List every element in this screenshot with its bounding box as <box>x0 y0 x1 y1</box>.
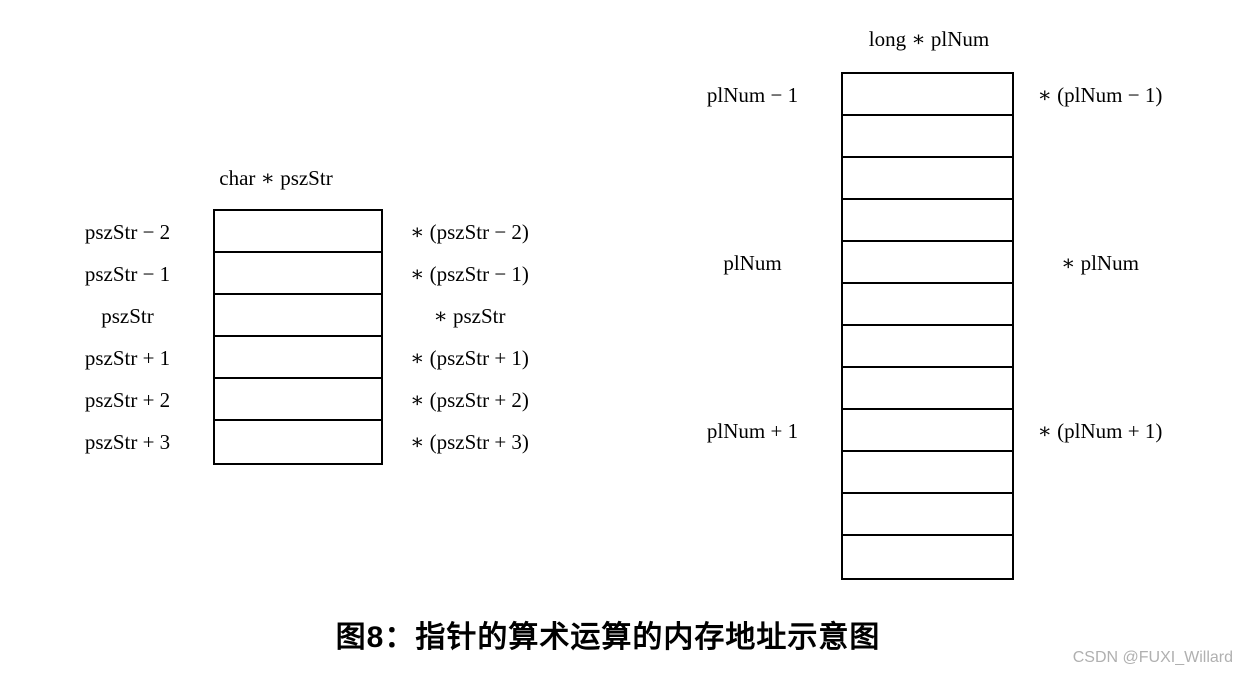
address-label: pszStr + 2 <box>84 387 171 412</box>
memory-cell <box>843 494 1012 536</box>
memory-cell <box>843 326 1012 368</box>
memory-cell <box>843 452 1012 494</box>
address-label: plNum − 1 <box>706 82 799 107</box>
deref-label: ∗ (pszStr + 2) <box>410 387 529 412</box>
memory-cell <box>215 421 381 463</box>
address-label: pszStr + 1 <box>84 345 171 370</box>
memory-cell <box>843 116 1012 158</box>
deref-label: ∗ pszStr <box>433 303 506 328</box>
figure-caption: 图8：指针的算术运算的内存地址示意图 <box>335 621 881 654</box>
memory-cell <box>843 242 1012 284</box>
memory-cell <box>843 200 1012 242</box>
memory-cell <box>215 379 381 421</box>
long-diagram-memory-cells <box>841 72 1014 580</box>
memory-cell <box>215 295 381 337</box>
memory-cell <box>843 536 1012 578</box>
address-label: pszStr − 2 <box>84 219 171 244</box>
address-label: pszStr − 1 <box>84 261 171 286</box>
deref-label: ∗ (pszStr + 3) <box>410 429 529 454</box>
char-diagram-memory-cells <box>213 209 383 465</box>
deref-label: ∗ plNum <box>1061 250 1139 275</box>
memory-cell <box>215 211 381 253</box>
address-label: pszStr + 3 <box>84 429 171 454</box>
memory-cell <box>843 284 1012 326</box>
deref-label: ∗ (pszStr − 2) <box>410 219 529 244</box>
memory-cell <box>843 74 1012 116</box>
deref-label: ∗ (plNum − 1) <box>1037 82 1163 107</box>
deref-label: ∗ (plNum + 1) <box>1037 418 1163 443</box>
memory-cell <box>843 368 1012 410</box>
address-label: plNum <box>723 250 782 275</box>
memory-cell <box>843 158 1012 200</box>
memory-cell <box>215 337 381 379</box>
address-label: pszStr <box>101 303 154 328</box>
watermark: CSDN @FUXI_Willard <box>1072 649 1233 666</box>
memory-cell <box>843 410 1012 452</box>
address-label: plNum + 1 <box>706 418 799 443</box>
memory-cell <box>215 253 381 295</box>
deref-label: ∗ (pszStr + 1) <box>410 345 529 370</box>
deref-label: ∗ (pszStr − 1) <box>410 261 529 286</box>
char-diagram-title: char ∗ pszStr <box>219 166 333 190</box>
long-diagram-title: long ∗ plNum <box>868 27 990 51</box>
